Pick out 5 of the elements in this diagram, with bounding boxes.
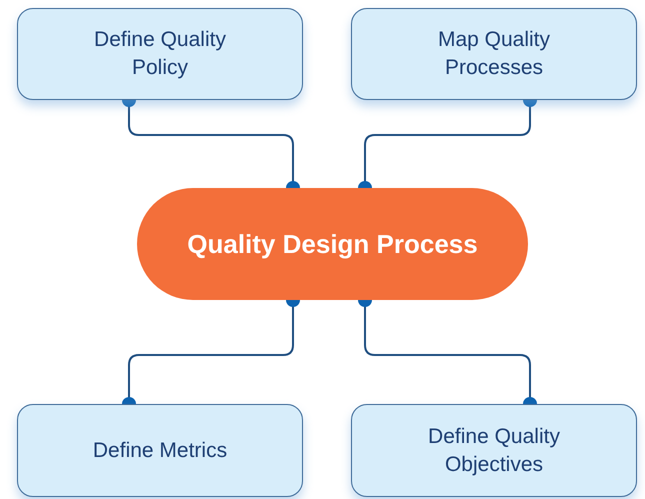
process-box: Map Quality Processes bbox=[351, 8, 637, 100]
process-box: Define Quality Objectives bbox=[351, 404, 637, 497]
process-pill: Quality Design Process bbox=[137, 188, 528, 300]
process-box: Define Metrics bbox=[17, 404, 303, 497]
process-box: Define Quality Policy bbox=[17, 8, 303, 100]
